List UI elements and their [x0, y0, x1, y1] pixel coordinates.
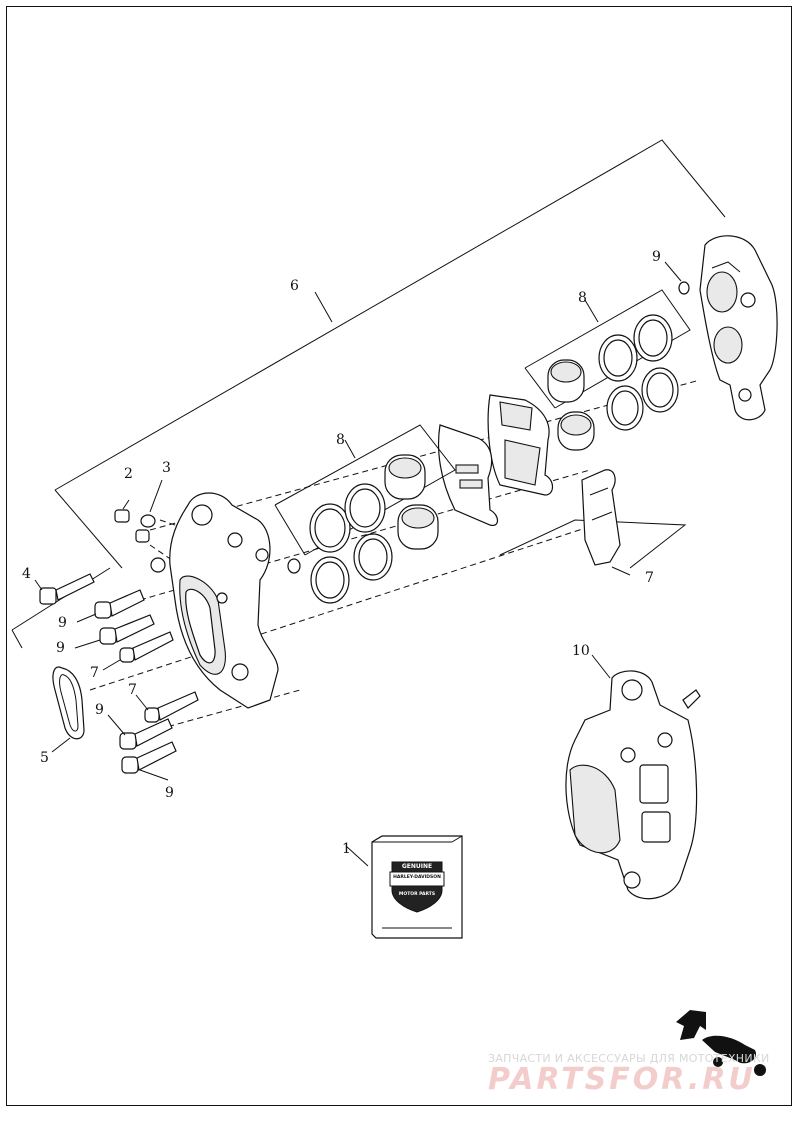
washer-9-right: [678, 281, 690, 295]
callout-6: 6: [290, 278, 299, 294]
callout-8-lower: 8: [336, 432, 345, 448]
mounting-bolt-4: [34, 573, 95, 605]
badge-line-1: GENUINE: [401, 863, 433, 870]
brake-pad-right: [487, 394, 554, 496]
callout-labels: 1 2 3 4 5 6 7 7 7 8 8 9 9 9 9 9 10: [22, 249, 661, 857]
callout-8-upper: 8: [578, 290, 587, 306]
callout-5: 5: [40, 750, 49, 766]
bolt-set-lower: [107, 691, 199, 781]
shield-logo-icon: [389, 861, 445, 913]
orientation-arrow: [676, 1010, 766, 1076]
badge-line-3: MOTOR PARTS: [398, 892, 436, 897]
callout-9-left-a: 9: [58, 615, 67, 631]
washer-9-center: [287, 558, 301, 574]
assembly-bracket-6: [54, 139, 726, 569]
callout-10: 10: [572, 643, 590, 659]
inner-caliper-half: [150, 492, 279, 709]
caliper-assembly-10: [565, 654, 701, 900]
brake-pad-plate: [437, 424, 499, 527]
watermark-tagline: ЗАПЧАСТИ И АКСЕССУАРЫ ДЛЯ МОТОТЕХНИКИ: [488, 1052, 770, 1065]
badge-line-2: HARLEY-DAVIDSON: [393, 875, 441, 880]
callout-2: 2: [124, 466, 133, 482]
callout-7-spring: 7: [645, 570, 654, 586]
callout-1: 1: [342, 841, 351, 857]
genuine-parts-badge: GENUINE HARLEY-DAVIDSON MOTOR PARTS: [386, 852, 448, 914]
o-ring-5: [51, 666, 85, 753]
callout-7-left: 7: [90, 665, 99, 681]
callout-9-lower-a: 9: [95, 702, 104, 718]
callout-9-right: 9: [652, 249, 661, 265]
callout-7-lower: 7: [128, 682, 137, 698]
callout-4: 4: [22, 566, 31, 582]
pad-spring-7: [499, 469, 687, 576]
outer-caliper-half: [699, 235, 778, 421]
bolt-set-left: [74, 589, 174, 671]
bleeder-screw-2: [114, 499, 130, 523]
diagram-frame: [6, 6, 792, 1106]
piston-group-upper: [524, 289, 691, 451]
watermark-brand: PARTSFOR.RU: [488, 1062, 756, 1097]
bleeder-cap-3: [135, 479, 163, 543]
callout-9-left-b: 9: [56, 640, 65, 656]
callout-9-lower-b: 9: [165, 785, 174, 801]
callout-3: 3: [162, 460, 171, 476]
piston-group-lower: [274, 424, 456, 604]
